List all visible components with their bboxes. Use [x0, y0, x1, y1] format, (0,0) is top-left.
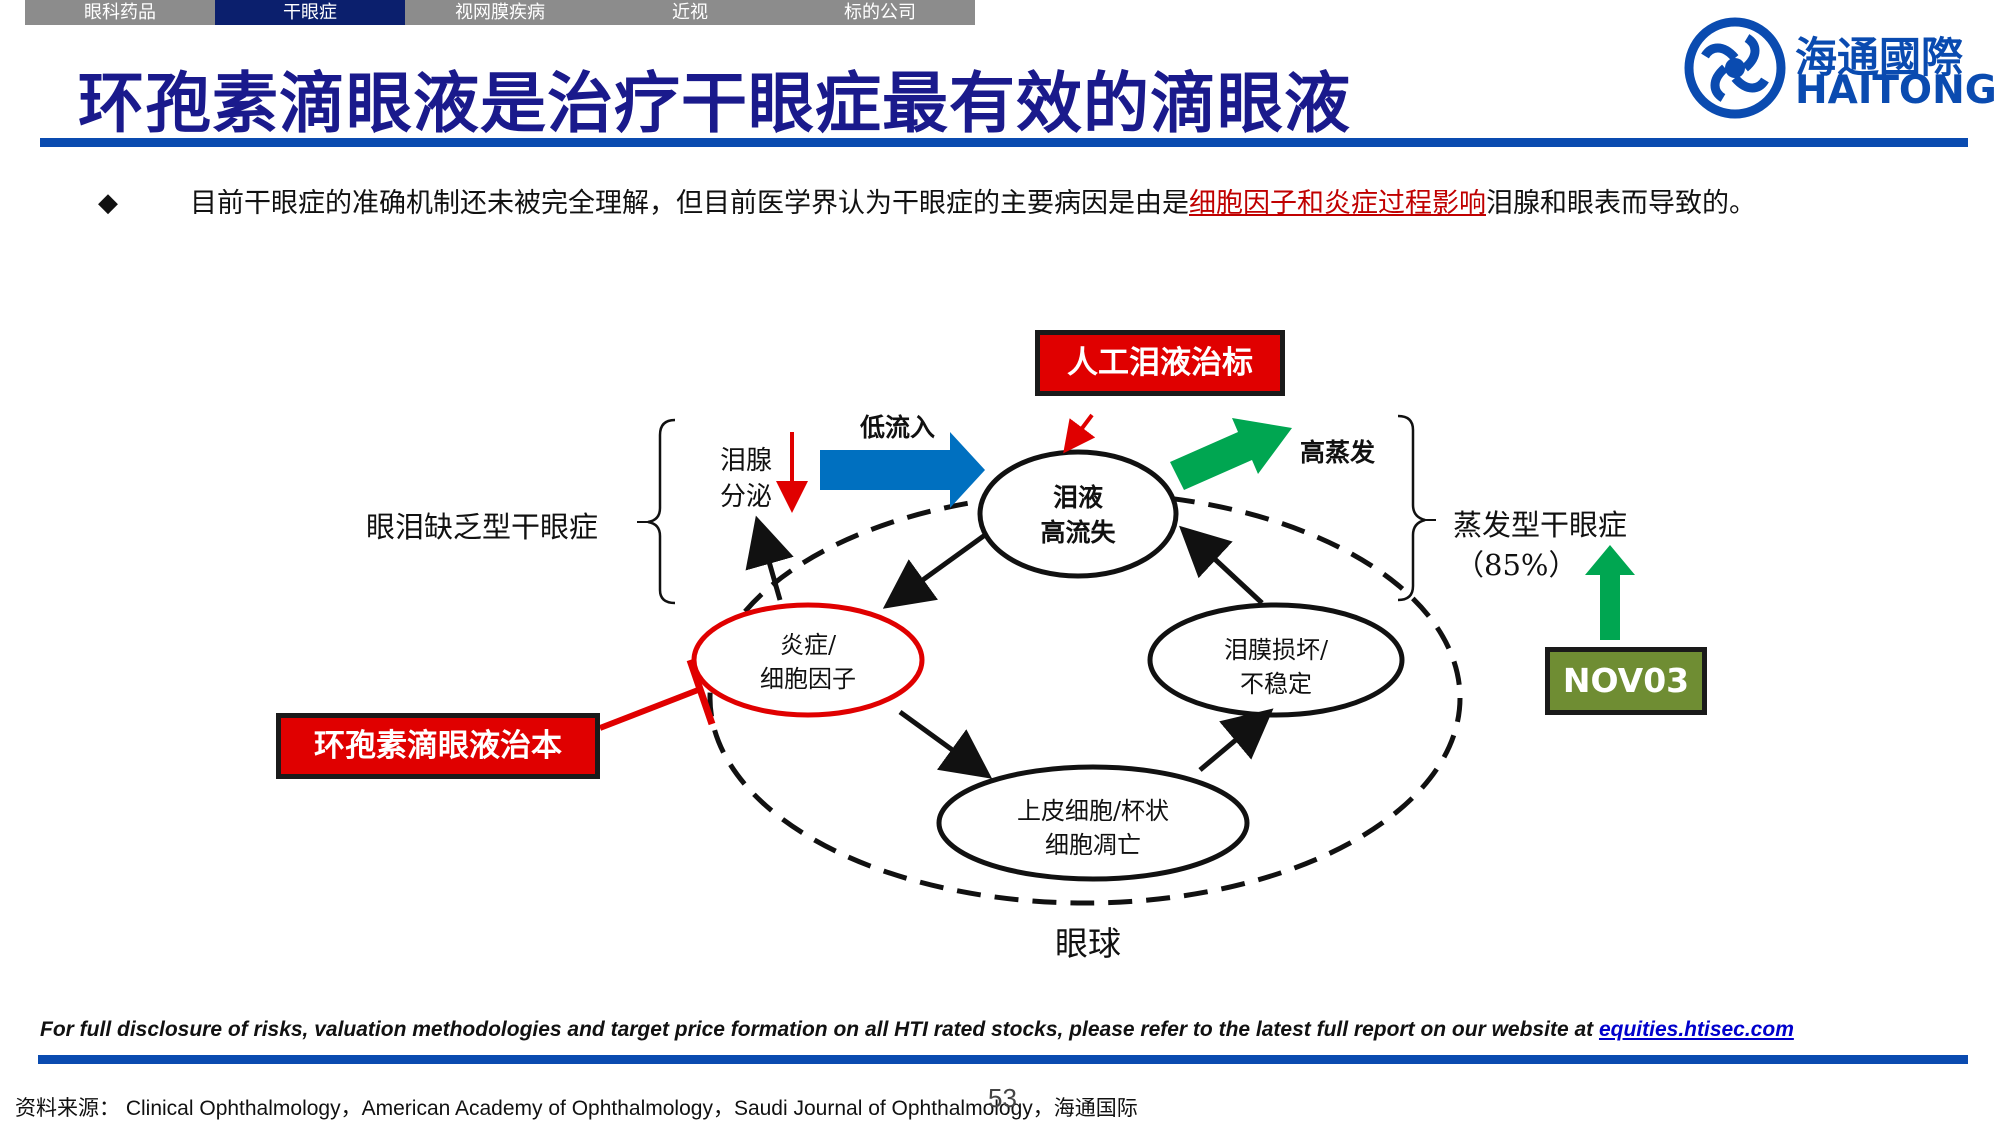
arrow-inflammation-to-gland	[745, 515, 794, 601]
node-inflammation	[691, 602, 925, 718]
logo-english-name: HAITONG	[1795, 68, 1997, 113]
right-brace	[1397, 414, 1426, 602]
node-inflammation-line1: 炎症/	[779, 631, 837, 659]
source-note: 资料来源： Clinical Ophthalmology，American Ac…	[15, 1097, 1138, 1120]
node-tear-film	[1147, 602, 1405, 718]
high-evaporation-green-arrow	[1170, 418, 1292, 490]
section-tabs: 眼科药品 干眼症 视网膜疾病 近视 标的公司	[25, 0, 975, 25]
node-tear-loss-line2: 高流失	[1040, 518, 1116, 547]
high-evaporation-label: 高蒸发	[1300, 438, 1376, 467]
nov03-green-up-arrow	[1585, 545, 1635, 640]
low-inflow-blue-arrow	[820, 432, 985, 508]
tab-retinal-disease[interactable]: 视网膜疾病	[405, 0, 595, 25]
node-inflammation-line2: 细胞因子	[760, 665, 856, 693]
tab-dry-eye[interactable]: 干眼症	[215, 0, 405, 25]
node-epithelial-line2: 细胞凋亡	[1045, 831, 1141, 859]
evaporative-label: 蒸发型干眼症	[1453, 508, 1628, 542]
intro-text-after: 泪腺和眼表而导致的。	[1486, 188, 1756, 219]
low-inflow-label: 低流入	[860, 413, 936, 442]
aqueous-deficient-label: 眼泪缺乏型干眼症	[366, 510, 599, 544]
haitong-logo: 海通國際 HAITONG	[1683, 16, 1997, 119]
risk-disclaimer: For full disclosure of risks, valuation …	[40, 1018, 1794, 1042]
node-tear-film-line2: 不稳定	[1240, 670, 1312, 698]
logo-chinese-name: 海通國際	[1795, 33, 1964, 82]
lacrimal-gland-label-line1: 泪腺	[720, 446, 773, 476]
page-title: 环孢素滴眼液是治疗干眼症最有效的滴眼液	[78, 64, 1351, 142]
intro-text-before: 目前干眼症的准确机制还未被完全理解，但目前医学界认为干眼症的主要病因是由是	[190, 188, 1189, 219]
eyeball-label: 眼球	[1055, 924, 1121, 963]
node-epithelial	[936, 764, 1250, 882]
title-divider	[40, 138, 1968, 147]
node-tear-loss-line1: 泪液	[1052, 483, 1103, 512]
tab-ophthalmic-drugs[interactable]: 眼科药品	[25, 0, 215, 25]
footer-divider	[38, 1055, 1968, 1064]
disclaimer-text: For full disclosure of risks, valuation …	[40, 1018, 1599, 1041]
arrow-film-to-tear	[1179, 525, 1264, 605]
intro-paragraph: 目前干眼症的准确机制还未被完全理解，但目前医学界认为干眼症的主要病因是由是细胞因…	[190, 185, 1910, 223]
lacrimal-gland-label-line2: 分泌	[720, 482, 773, 512]
artificial-tears-arrow	[1063, 413, 1096, 454]
page-number: 53	[988, 1083, 1017, 1113]
intro-highlight: 细胞因子和炎症过程影响	[1189, 188, 1486, 219]
left-brace	[647, 418, 676, 605]
node-tear-film-line1: 泪膜损坏/	[1223, 636, 1329, 664]
cyclosporine-inhibit-line	[598, 687, 700, 731]
haitong-emblem-icon	[1684, 17, 1786, 119]
tab-target-companies[interactable]: 标的公司	[785, 0, 975, 25]
tab-myopia[interactable]: 近视	[595, 0, 785, 25]
bullet-diamond-icon: ◆	[98, 188, 118, 218]
nov03-box: NOV03	[1545, 647, 1707, 715]
arrow-tear-to-inflammation	[882, 532, 987, 609]
arrow-inflammation-to-epithelial	[898, 709, 993, 779]
cyclosporine-inhibit-bar	[686, 658, 716, 726]
cyclosporine-treatment-box: 环孢素滴眼液治本	[276, 713, 600, 779]
node-epithelial-line1: 上皮细胞/杯状	[1016, 797, 1170, 825]
disclaimer-link[interactable]: equities.htisec.com	[1598, 1018, 1794, 1041]
arrow-epithelial-to-film	[1198, 708, 1274, 772]
eyeball-dashed-ellipse	[707, 490, 1463, 906]
evaporative-percent: （85%）	[1455, 548, 1578, 582]
artificial-tears-box: 人工泪液治标	[1035, 330, 1285, 396]
